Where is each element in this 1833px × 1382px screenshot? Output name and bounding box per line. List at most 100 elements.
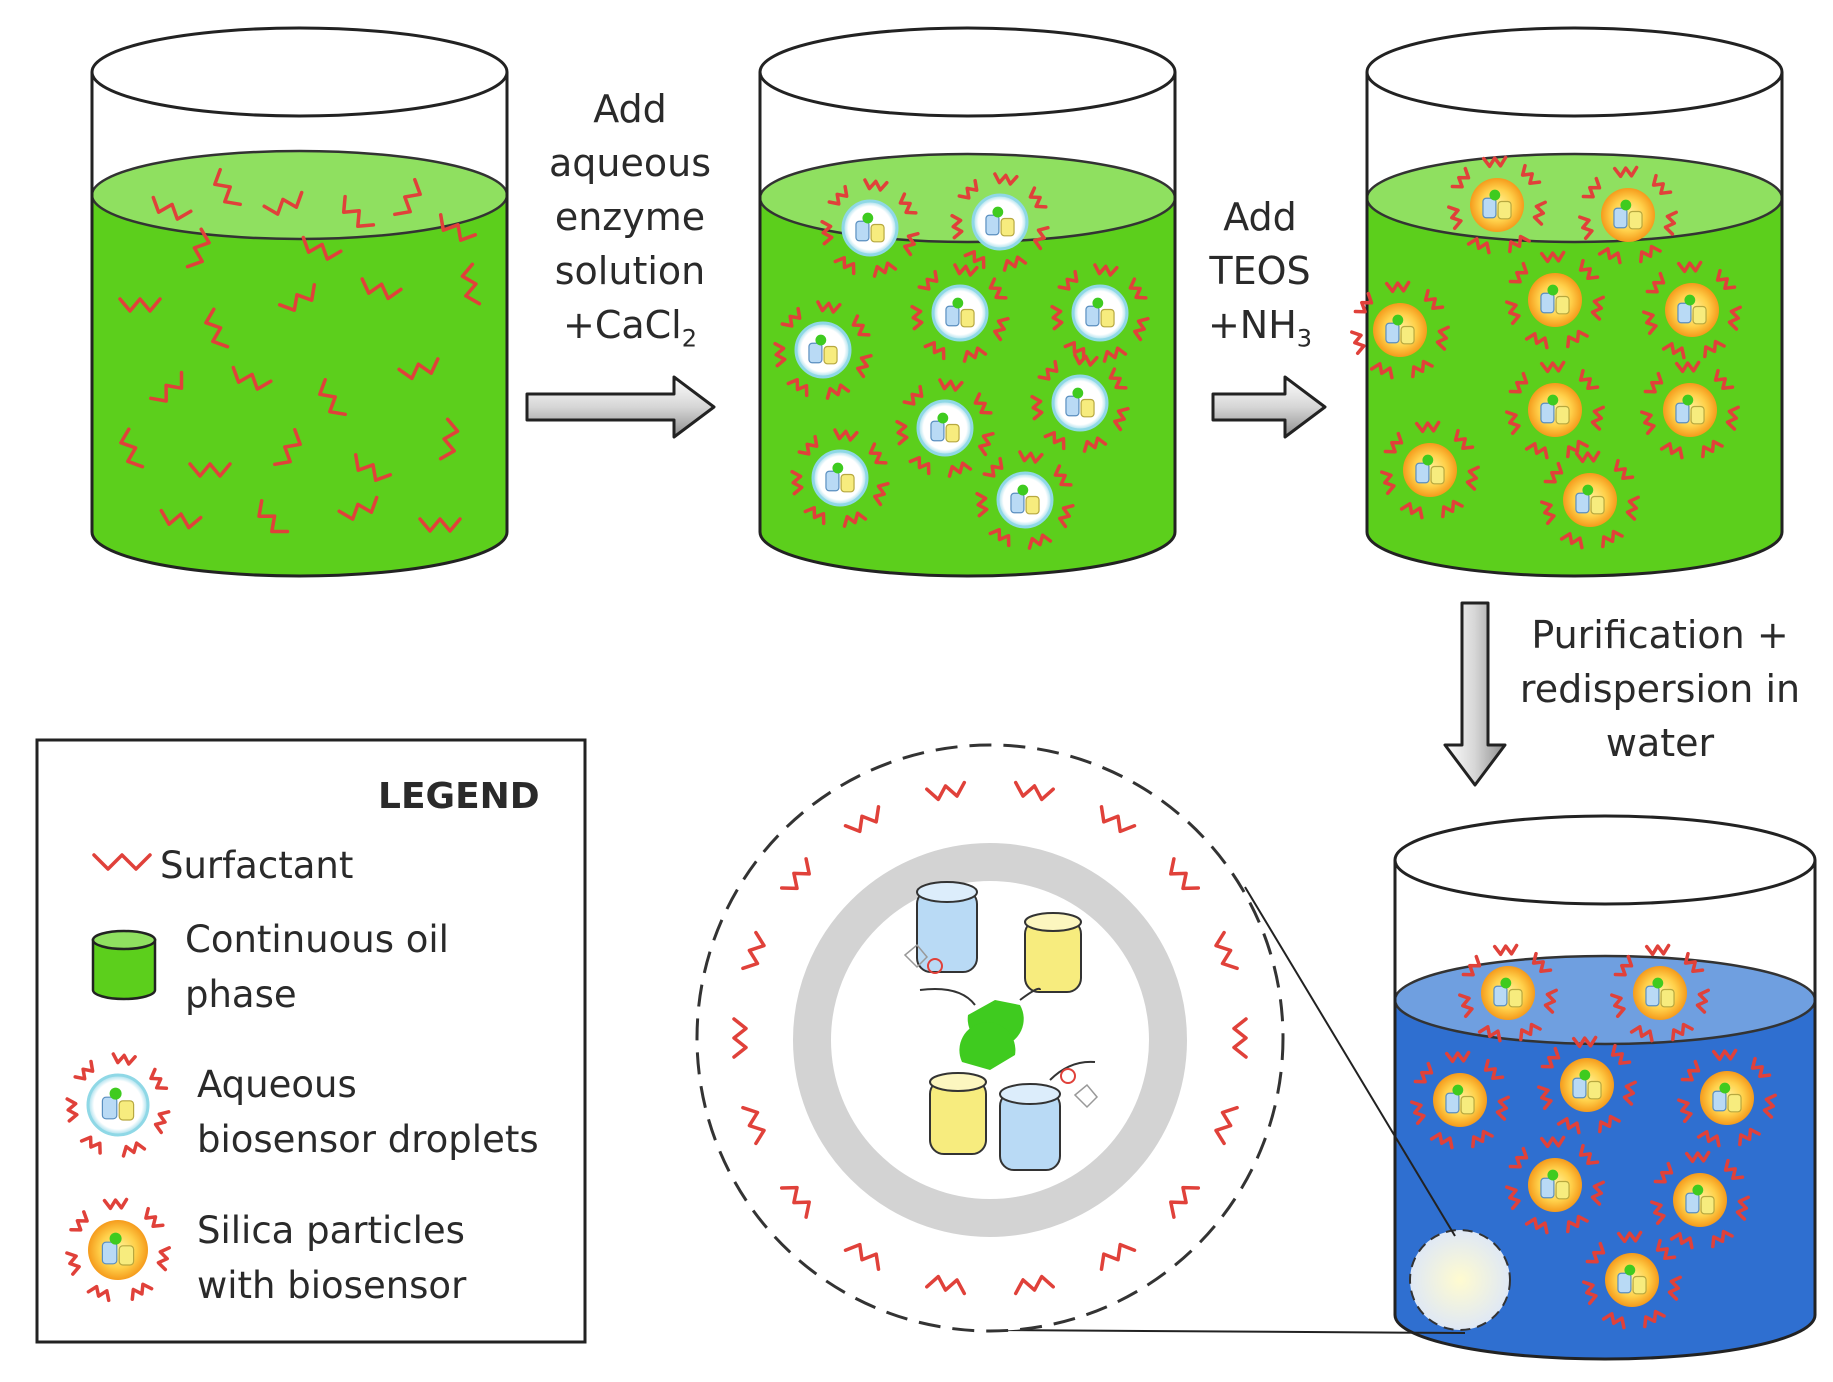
biosensor-blue-domain	[825, 470, 840, 492]
particle-surfactant	[1601, 529, 1624, 549]
biosensor-yellow-top	[929, 1072, 987, 1092]
aqueous-droplet	[773, 300, 873, 400]
silica-particle	[1642, 260, 1742, 360]
biosensor-yellow-domain	[1025, 495, 1040, 515]
surfactant-molecule	[341, 194, 376, 229]
biosensor-blue-domain	[1645, 985, 1660, 1007]
step2-line-2: TEOS	[1209, 249, 1311, 293]
droplet-surfactant	[803, 506, 826, 526]
particle-surfactant	[1629, 1025, 1654, 1043]
silica-particle	[1350, 280, 1450, 380]
particle-surfactant	[1598, 1114, 1621, 1134]
droplet-surfactant	[1043, 431, 1066, 451]
biosensor-blue-domain	[1065, 395, 1080, 417]
silica-particle	[1640, 360, 1740, 460]
biosensor-green-binder	[1684, 294, 1696, 306]
biosensor-blue-domain	[985, 214, 1000, 236]
biosensor-green-binder	[1392, 314, 1404, 326]
droplet-surfactant	[872, 261, 898, 278]
magnified-surfactant	[1099, 805, 1137, 834]
silica-shell	[1528, 273, 1582, 327]
particle-surfactant	[1458, 993, 1474, 1019]
particle-surfactant	[1671, 1022, 1694, 1042]
beakers-layer	[90, 26, 1817, 1361]
biosensor-linker	[1049, 1060, 1096, 1081]
biosensor-blue-domain	[1415, 462, 1430, 484]
particle-surfactant	[1483, 1058, 1505, 1081]
magnified-surfactant	[925, 1274, 967, 1296]
particle-surfactant	[1727, 305, 1742, 331]
particle-surfactant	[1524, 332, 1549, 350]
step1-label: Add aqueous enzyme solution +CaCl2	[520, 82, 740, 366]
biosensor-blue-domain	[808, 342, 823, 364]
legend-item-silica: Silica particles with biosensor	[197, 1203, 466, 1313]
particle-surfactant	[1353, 291, 1374, 314]
aqueous-droplet	[820, 178, 920, 278]
particle-surfactant	[1650, 1200, 1666, 1226]
particle-surfactant	[1383, 431, 1404, 454]
particle-surfactant	[1701, 439, 1724, 459]
step3-line-2: redispersion in	[1519, 667, 1801, 711]
step2-reagent: +NH3	[1190, 298, 1330, 366]
droplet-surfactant	[898, 192, 918, 215]
particle-surfactant	[1659, 442, 1684, 460]
silica-particle	[1537, 1035, 1637, 1135]
biosensor-blue-domain	[1540, 1177, 1555, 1199]
particle-surfactant	[1508, 1146, 1529, 1169]
particle-surfactant	[1661, 342, 1686, 360]
zoomed-particle-marker	[1409, 1229, 1511, 1331]
biosensor-green-binder	[959, 1022, 1016, 1070]
particle-surfactant	[102, 1197, 129, 1211]
particle-surfactant	[1711, 1229, 1734, 1249]
droplet-surfactant	[790, 469, 804, 496]
surfactant-molecule	[151, 195, 193, 221]
arrow-step1	[525, 375, 716, 439]
droplet-surfactant	[1102, 346, 1128, 363]
particle-surfactant	[1643, 371, 1664, 394]
legend-oil-top	[91, 929, 157, 951]
particle-surfactant	[1738, 1127, 1761, 1147]
surfactant-molecule	[277, 283, 317, 312]
droplet-surfactant	[121, 1141, 147, 1158]
silica-particle	[1505, 250, 1605, 350]
droplet-shell	[971, 193, 1029, 251]
biosensor-green-binder	[1692, 1184, 1704, 1196]
particle-surfactant	[1524, 1217, 1549, 1235]
biosensor-icon	[825, 462, 855, 493]
biosensor-icon	[1617, 1264, 1647, 1295]
biosensor-icon	[1645, 977, 1675, 1008]
magnified-surfactant	[1169, 1185, 1201, 1219]
particle-surfactant	[1610, 1043, 1632, 1066]
droplet-surfactant	[962, 346, 988, 363]
particle-surfactant	[1566, 439, 1589, 459]
biosensor-green-binder	[1582, 484, 1594, 496]
droplet-surfactant	[1033, 225, 1050, 251]
surfactant-molecule	[438, 417, 460, 461]
droplet-surfactant	[978, 431, 995, 457]
droplet-surfactant	[1037, 359, 1059, 381]
particle-surfactant	[1585, 1241, 1606, 1264]
droplet-surfactant	[1128, 277, 1148, 300]
particle-surfactant	[1492, 943, 1519, 957]
legend-item-oil-phase: Continuous oil phase	[185, 912, 449, 1022]
biosensor-icon	[1677, 294, 1707, 325]
particle-surfactant	[1613, 954, 1634, 977]
particle-surfactant	[1508, 261, 1529, 284]
particle-surfactant	[1540, 500, 1556, 526]
particle-surfactant	[1612, 165, 1639, 179]
step2-reagent-sub: 3	[1296, 324, 1313, 353]
beaker-silica-synthesis-base	[1365, 531, 1784, 578]
silica-particle	[1505, 360, 1605, 460]
silica-shell	[1528, 383, 1582, 437]
surfactant-molecule	[438, 213, 478, 242]
particle-surfactant	[1531, 951, 1553, 974]
beaker-water-rim	[1393, 814, 1817, 906]
particle-surfactant	[1669, 1232, 1694, 1250]
droplet-surfactant	[1018, 450, 1044, 464]
biosensor-yellow-domain	[870, 223, 885, 243]
aqueous-droplet	[910, 263, 1010, 363]
droplet-surfactant	[947, 461, 973, 478]
biosensor-icon	[945, 297, 975, 328]
biosensor-blue-domain	[1493, 985, 1508, 1007]
biosensor-icon	[101, 1232, 135, 1266]
